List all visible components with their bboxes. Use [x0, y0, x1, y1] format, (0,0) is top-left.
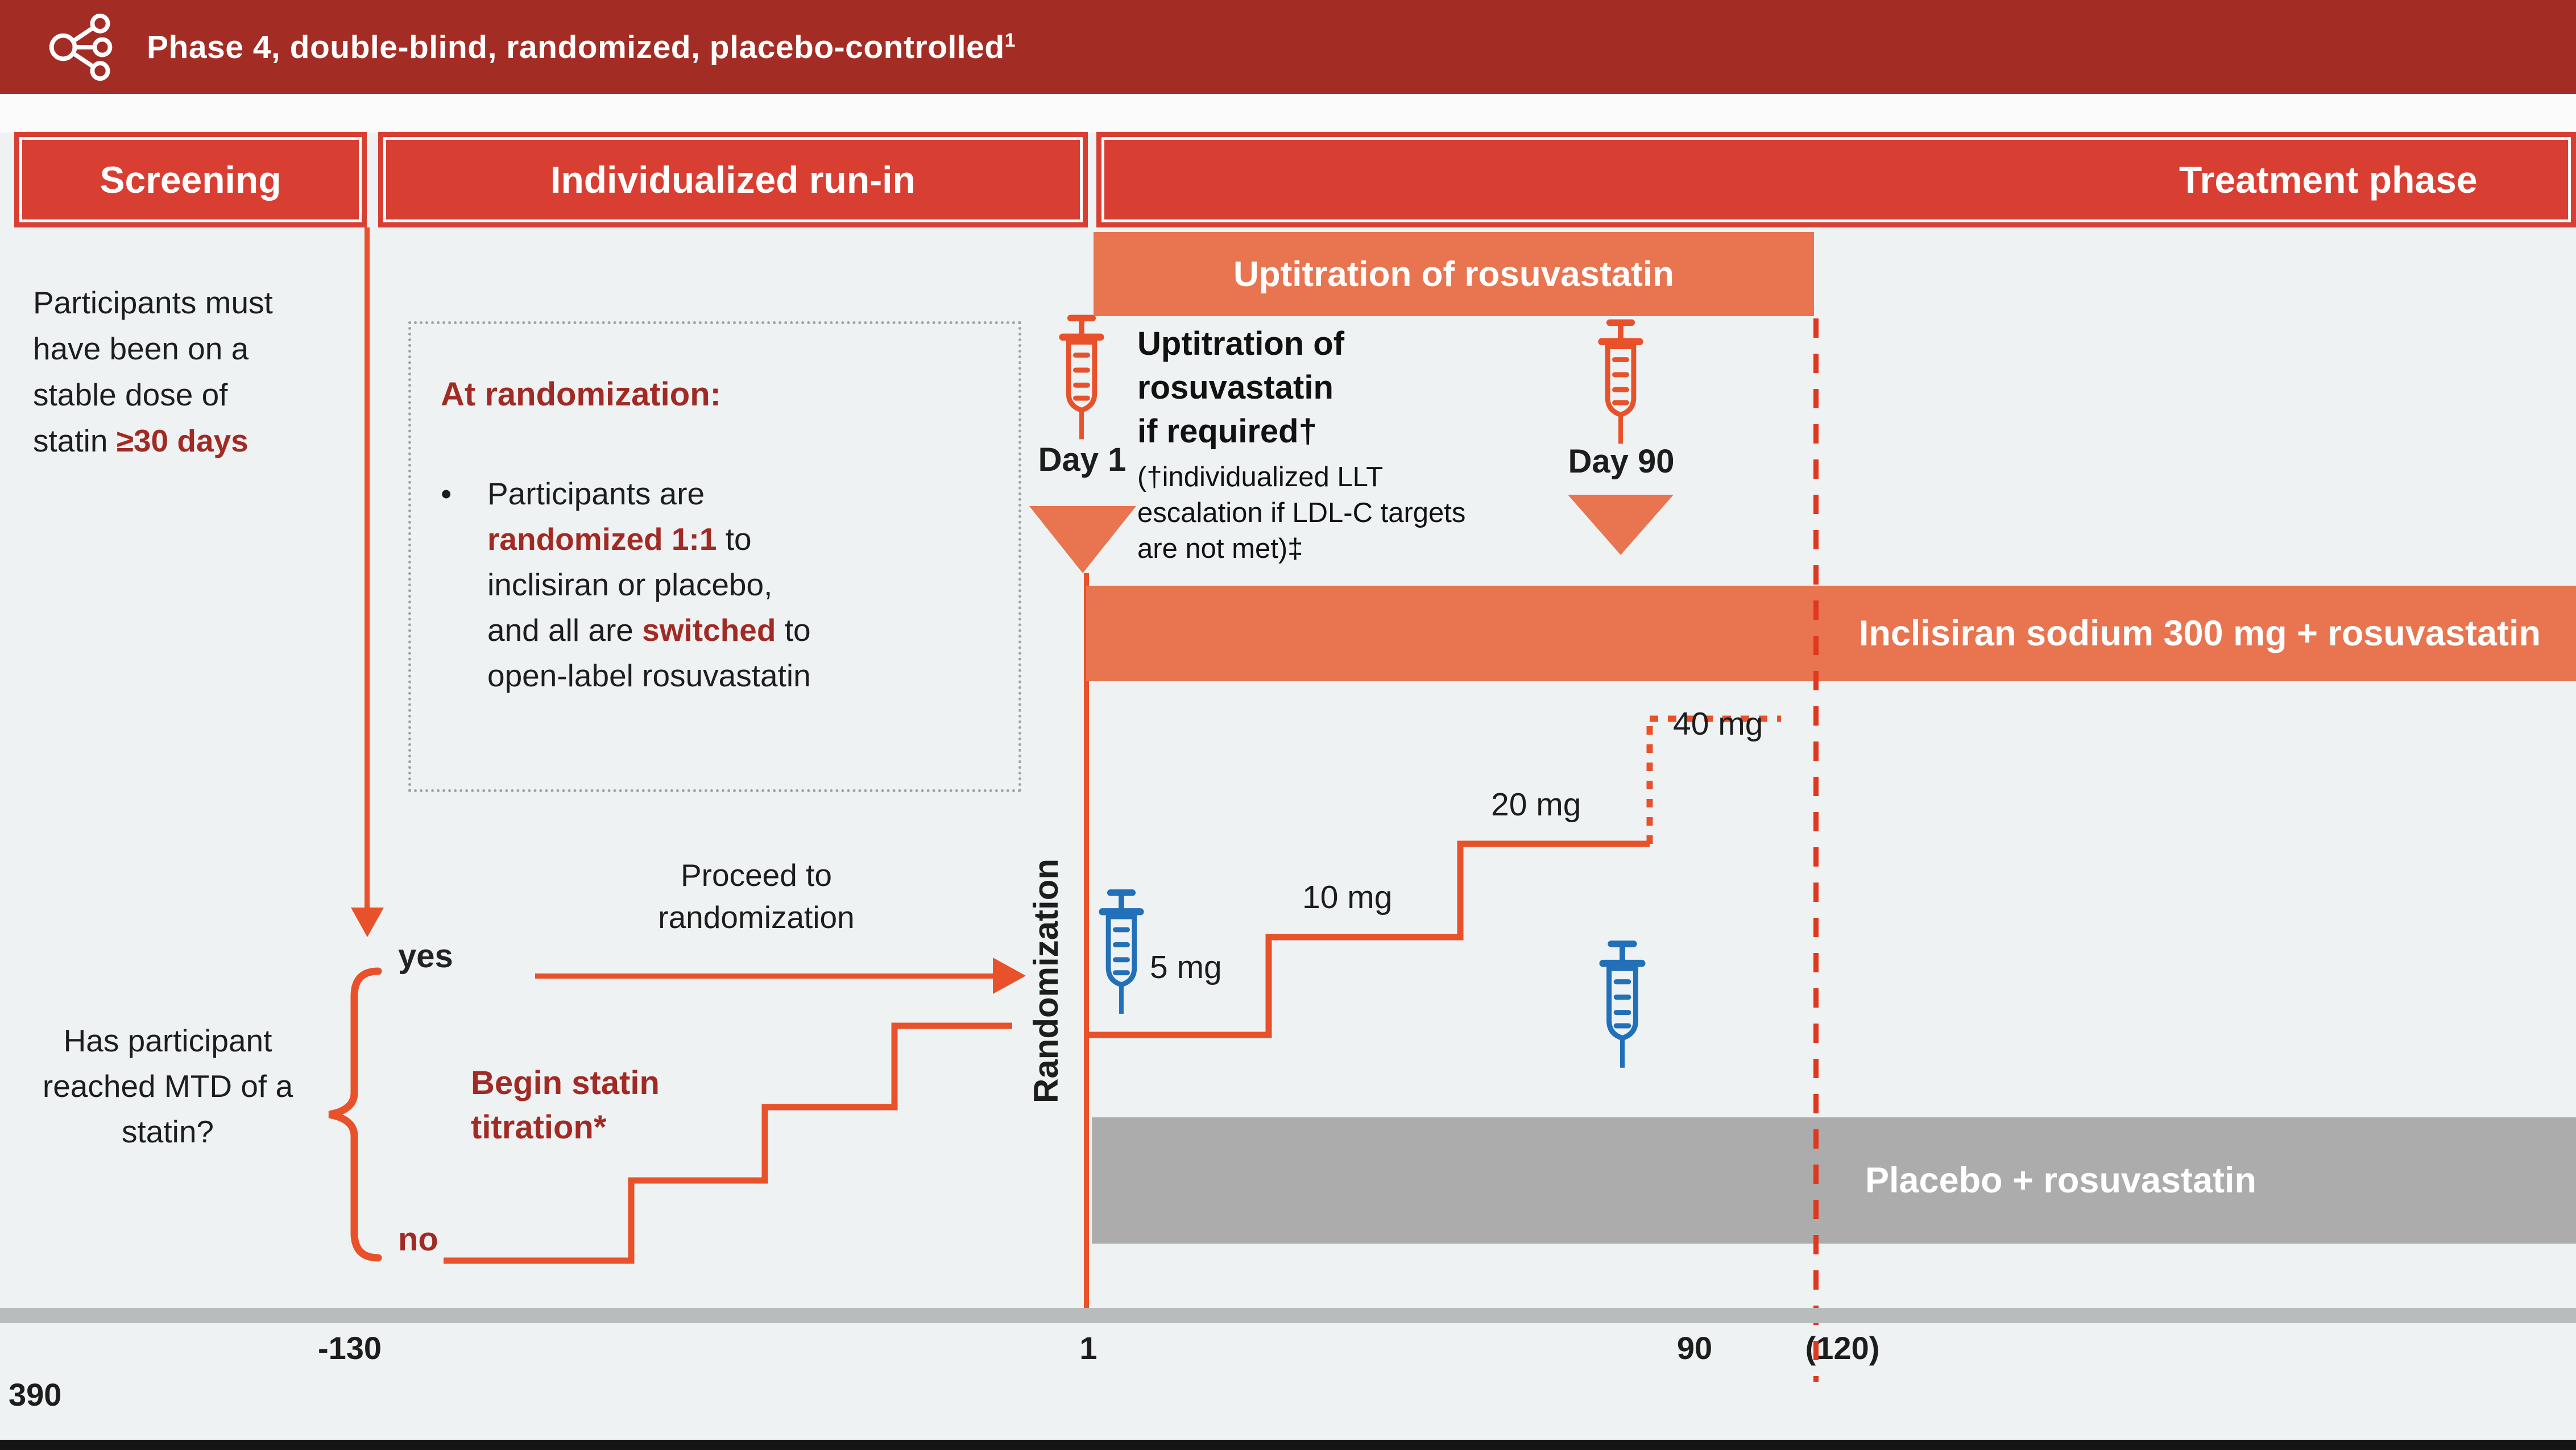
phase-header-run-in: Individualized run-in	[378, 132, 1088, 227]
yes-arrow-head	[993, 958, 1026, 994]
uptitration-banner: Uptitration of rosuvastatin	[1094, 232, 1814, 316]
syringe-icon	[1059, 314, 1104, 440]
day90-timepoint-triangle	[1568, 495, 1674, 555]
dose-label-20mg: 20 mg	[1491, 786, 1581, 823]
at-randomization-heading: At randomization:	[441, 376, 721, 413]
screening-note-text: Participants must have been on a stable …	[33, 285, 273, 458]
phase-header-screening-label: Screening	[100, 159, 281, 201]
uptitration-note-bold: Uptitration of rosuvastatin if required†	[1137, 325, 1345, 450]
bullet-text-highlight: randomized 1:1	[487, 521, 717, 557]
rosuvastatin-dose-staircase	[1086, 715, 1781, 1038]
header-divider-strip	[0, 94, 2576, 132]
bullet-text-part: to open-label rosuvastatin	[487, 612, 811, 693]
bullet-text-part: to inclisiran or placebo, and all are	[487, 521, 773, 648]
uptitration-note-detail: (†individualized LLT escalation if LDL-C…	[1137, 462, 1466, 564]
title-footnote-marker: 1	[1004, 29, 1016, 51]
at-randomization-bullet-text: Participants are randomized 1:1 to incli…	[487, 471, 823, 698]
bullet-marker: •	[441, 476, 452, 511]
timeline-axis	[0, 1308, 2576, 1323]
randomization-line	[1084, 573, 1089, 1308]
bottom-border-bar	[0, 1440, 2576, 1450]
screening-flow-arrow-head	[351, 908, 384, 937]
syringe-icon	[1598, 319, 1643, 444]
dose-label-5mg: 5 mg	[1150, 949, 1222, 985]
mtd-question: Has participant reached MTD of a statin?	[42, 1023, 293, 1149]
proceed-to-randomization-label: Proceed to randomization	[658, 857, 855, 935]
yes-arrow-stem	[535, 973, 993, 979]
dose-label-10mg: 10 mg	[1302, 879, 1393, 915]
decision-brace	[328, 967, 382, 1262]
syringe-icon	[1599, 941, 1646, 1068]
day90-label: Day 90	[1568, 443, 1675, 480]
placebo-arm-banner: Placebo + rosuvastatin	[1092, 1117, 2576, 1244]
day120-dashed-line	[1813, 318, 1819, 1382]
at-randomization-bullet: • Participants are randomized 1:1 to inc…	[441, 471, 839, 698]
day1-timepoint-triangle	[1029, 506, 1136, 573]
day1-label: Day 1	[1038, 441, 1127, 478]
sample-size-label: 390	[9, 1377, 62, 1412]
title-bar: Phase 4, double-blind, randomized, place…	[0, 0, 2576, 94]
share-network-icon	[49, 13, 113, 81]
decision-no-label: no	[398, 1221, 438, 1258]
timeline-tick--130: -130	[317, 1330, 382, 1366]
phase-header-screening: Screening	[14, 132, 367, 227]
statin-titration-staircase	[444, 1022, 1012, 1264]
decision-yes-label: yes	[398, 938, 453, 975]
timeline-tick-1: 1	[1079, 1330, 1098, 1366]
dose-label-40mg: 40 mg	[1673, 706, 1763, 742]
phase-header-treatment-label: Treatment phase	[2179, 159, 2478, 201]
bullet-text-part: Participants are	[487, 476, 705, 511]
inclisiran-arm-banner: Inclisiran sodium 300 mg + rosuvastatin	[1086, 586, 2576, 681]
screening-note-highlight: ≥30 days	[116, 423, 249, 458]
timeline-tick-120: (120)	[1805, 1330, 1880, 1366]
phase-header-treatment: Treatment phase	[1096, 132, 2576, 227]
at-randomization-box	[408, 321, 1021, 792]
page-title: Phase 4, double-blind, randomized, place…	[147, 28, 1016, 65]
bullet-text-highlight: switched	[642, 612, 776, 648]
begin-statin-titration-label: Begin statin titration*	[471, 1064, 660, 1146]
syringe-icon	[1099, 889, 1144, 1014]
phase-header-run-in-label: Individualized run-in	[550, 159, 916, 201]
screening-eligibility-note: Participants must have been on a stable …	[33, 280, 295, 464]
randomization-axis-label: Randomization	[1027, 859, 1065, 1103]
timeline-tick-90: 90	[1676, 1330, 1713, 1366]
screening-flow-arrow-stem	[365, 227, 370, 908]
